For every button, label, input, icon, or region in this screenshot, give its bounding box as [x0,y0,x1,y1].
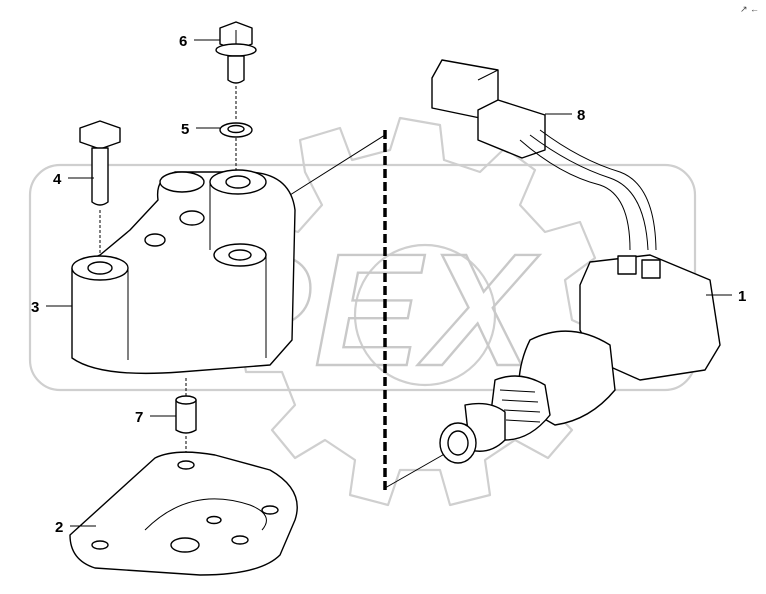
flange-bolt [215,21,257,120]
callout-5: 5 [181,121,189,138]
callout-8: 8 [577,107,585,124]
separation-guide-top [289,134,386,196]
callout-6: 6 [179,33,187,50]
dowel-pin [175,378,197,460]
washer [219,122,253,172]
callout-2: 2 [55,519,63,536]
mounting-plate [69,451,298,576]
callout-7: 7 [135,409,143,426]
valve-housing [71,169,296,375]
callout-1: 1 [738,288,746,305]
callout-4: 4 [53,171,62,188]
connector-harness [431,59,657,251]
corner-mark: ↗ ← [740,4,759,14]
solenoid-valve [439,254,721,464]
callout-3: 3 [31,299,39,316]
long-bolt [79,120,121,262]
